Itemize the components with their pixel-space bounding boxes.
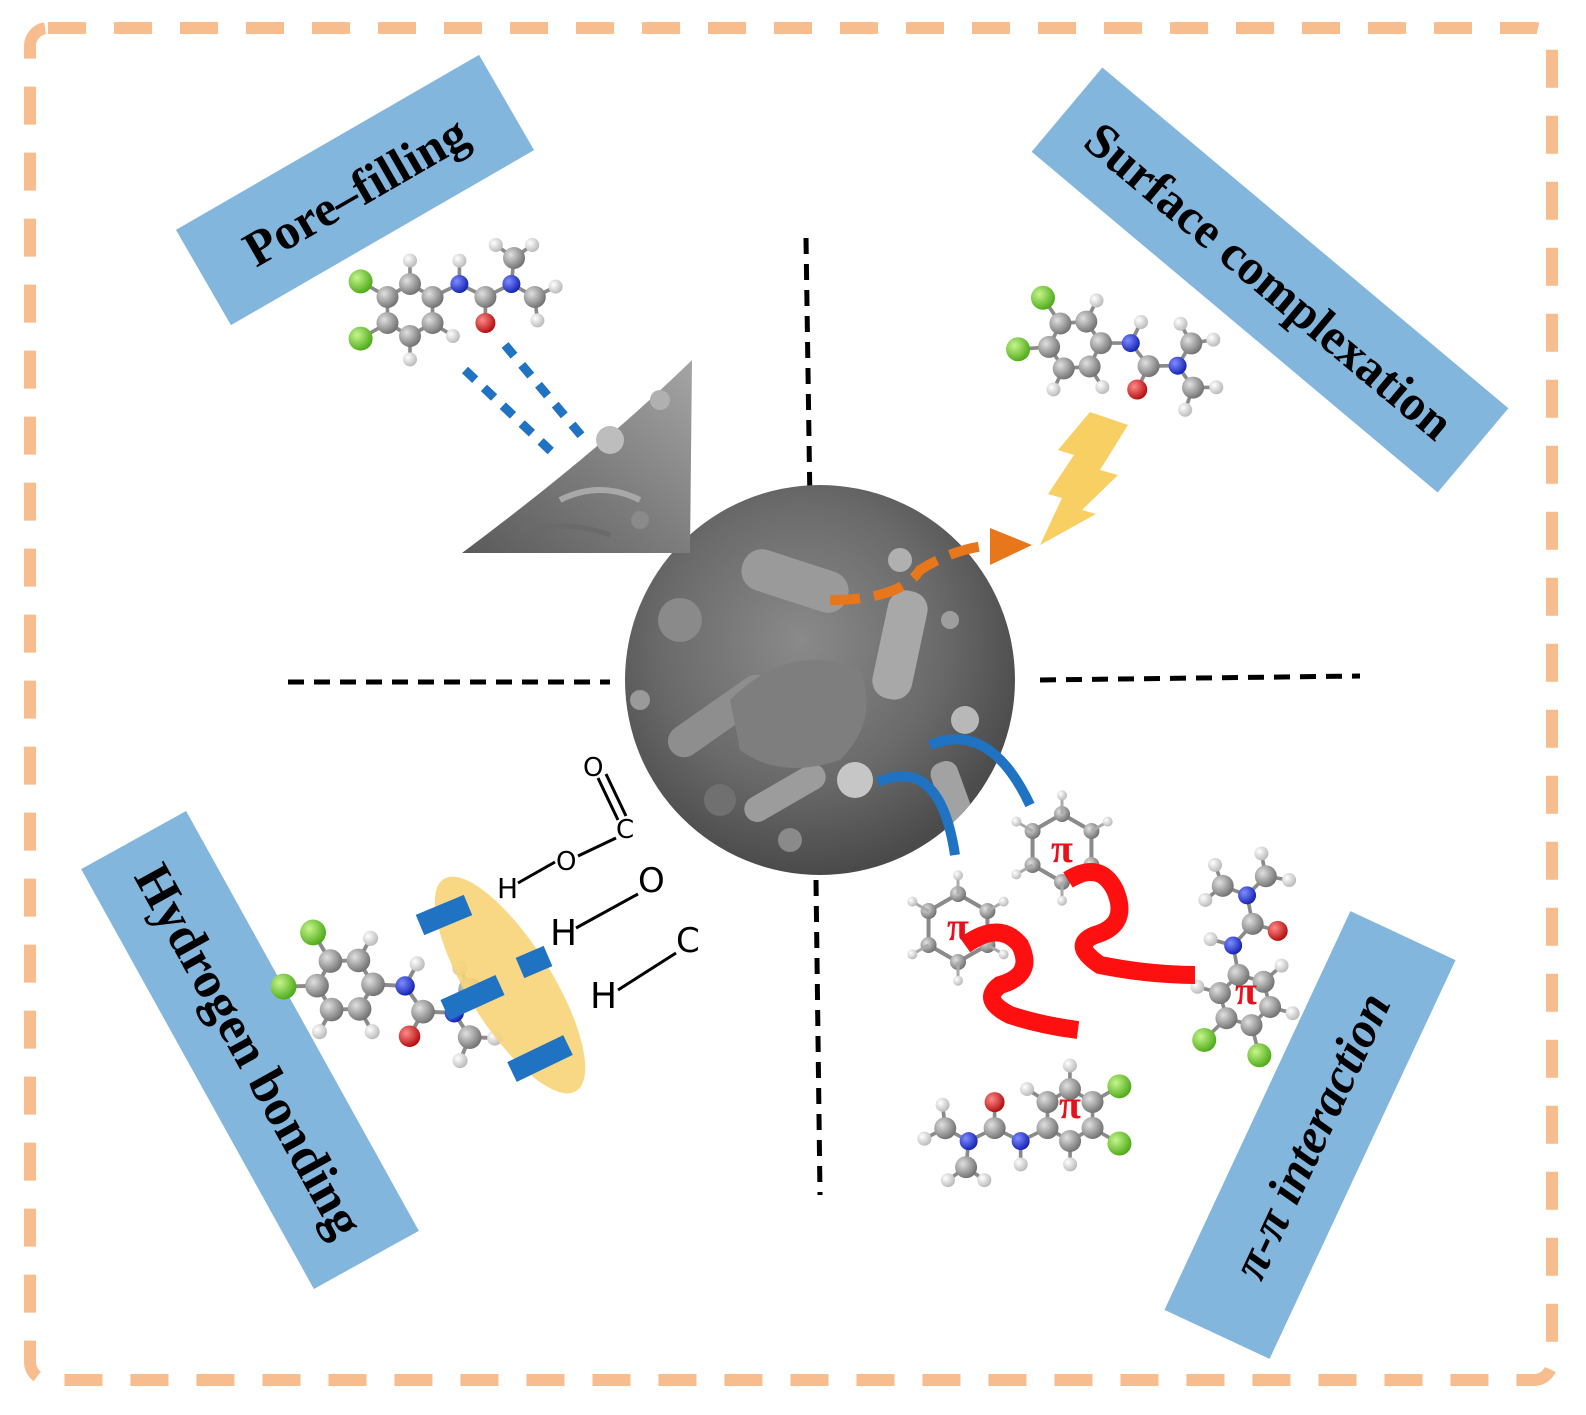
pore-surface-wedge bbox=[462, 360, 692, 553]
pi-blue-arcs bbox=[876, 734, 1035, 856]
pi-symbols: π π π π bbox=[947, 826, 1257, 1127]
hydrogen-bond-ellipse bbox=[434, 876, 586, 1094]
molecule-surface-complexation bbox=[1006, 285, 1224, 417]
dashed-frame bbox=[24, 22, 1558, 1386]
surface-complexation-arrow bbox=[829, 528, 1032, 605]
group-o1: O bbox=[556, 847, 576, 877]
svg-text:Surface complexation: Surface complexation bbox=[1074, 111, 1464, 451]
pi-symbol-4: π bbox=[1059, 1082, 1081, 1127]
pore-filling-arrows bbox=[461, 342, 589, 459]
molecule-pi-bottom bbox=[917, 1058, 1132, 1188]
group-c2: C bbox=[676, 921, 700, 961]
quadrant-dividers bbox=[288, 237, 1361, 1196]
group-h3: H bbox=[590, 976, 617, 1017]
lightning-bolt-icon bbox=[1040, 412, 1128, 545]
group-h1: H bbox=[497, 872, 518, 905]
molecule-pore-filling bbox=[348, 238, 563, 367]
svg-text:Hydrogen bonding: Hydrogen bonding bbox=[123, 855, 375, 1247]
label-pi-pi-interaction: π-π interaction bbox=[1164, 911, 1456, 1359]
group-o2: O bbox=[583, 753, 603, 783]
group-h2: H bbox=[550, 913, 577, 954]
hydrogen-bond-bars bbox=[415, 894, 573, 1082]
pi-pi-waves bbox=[959, 863, 1196, 1039]
pi-symbol-2: π bbox=[947, 904, 969, 949]
molecule-pi-top-right bbox=[1190, 846, 1300, 1068]
pi-symbol-1: π bbox=[1051, 826, 1073, 871]
group-o3: O bbox=[638, 861, 665, 901]
group-c1: C bbox=[616, 815, 634, 845]
pi-symbol-3: π bbox=[1235, 968, 1257, 1013]
label-hydrogen-bonding: Hydrogen bonding bbox=[81, 811, 419, 1289]
surface-functional-groups bbox=[517, 773, 677, 992]
